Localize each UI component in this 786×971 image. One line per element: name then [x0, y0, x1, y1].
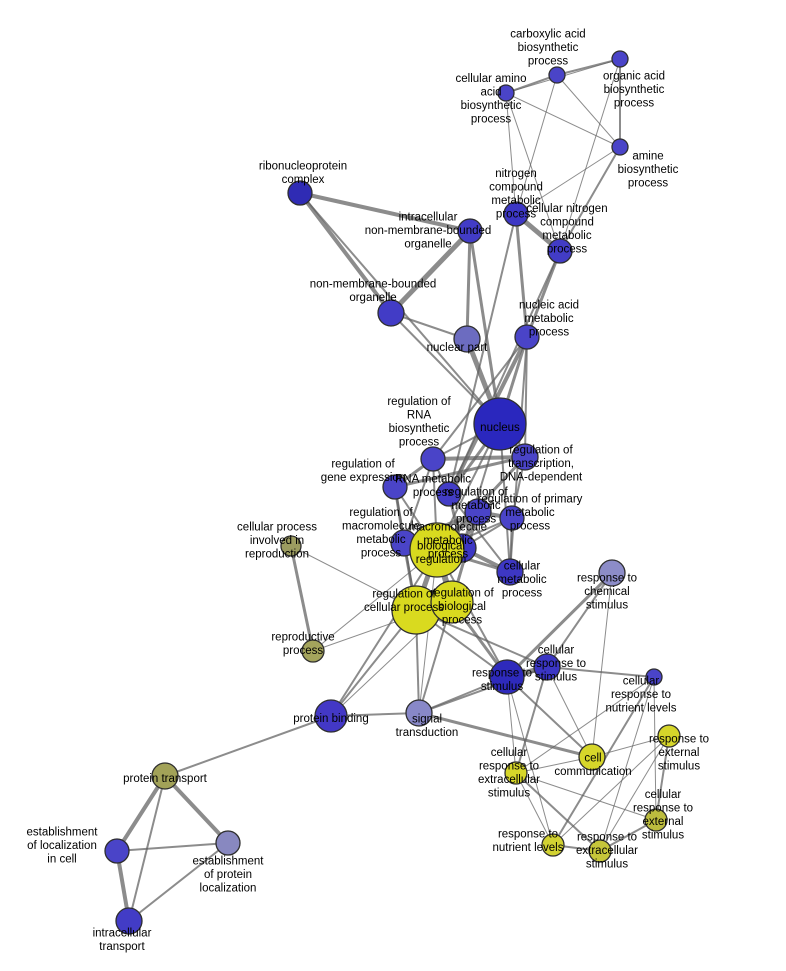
node-cellular-metabolic[interactable] [496, 558, 524, 586]
node-rna-metabolic[interactable] [436, 481, 462, 507]
edge-nitrogen-compound-metabolic--rna-metabolic[interactable] [448, 213, 517, 495]
edge-response-external-stimulus--response-extracellular-stimulus[interactable] [599, 735, 670, 852]
node-nucleus[interactable] [473, 397, 527, 451]
node-nmb-organelle[interactable] [377, 299, 405, 327]
node-response-nutrient-levels[interactable] [541, 833, 565, 857]
edge-intracellular-nmb-organelle--nmb-organelle[interactable] [388, 228, 473, 316]
node-cellular-process-reproduction[interactable] [280, 535, 302, 557]
edge-regulation-rna-biosynthetic--regulation-macromolecule-metabolic[interactable] [403, 458, 434, 544]
edge-cell-communication--response-stimulus[interactable] [506, 676, 593, 758]
edge-regulation-rna-biosynthetic--regulation-transcription[interactable] [431, 455, 527, 461]
node-response-chemical-stimulus[interactable] [598, 559, 626, 587]
edge-cellular-response-extracellular-stimulus--cellular-response-stimulus[interactable] [515, 666, 548, 774]
node-regulation-transcription[interactable] [511, 443, 539, 471]
node-regulation-gene-expression[interactable] [382, 474, 408, 500]
edge-response-external-stimulus--cellular-response-external-stimulus[interactable] [655, 735, 670, 821]
node-response-external-stimulus[interactable] [657, 724, 681, 748]
edge-carboxylic-acid-biosynthetic--amine-biosynthetic[interactable] [556, 74, 621, 148]
nodes-layer [104, 50, 681, 935]
node-cell-communication[interactable] [578, 743, 606, 771]
node-establishment-protein-localization[interactable] [215, 830, 241, 856]
node-nucleic-acid-metabolic[interactable] [514, 324, 540, 350]
edge-response-nutrient-levels--response-stimulus[interactable] [506, 676, 554, 846]
node-cellular-response-extracellular-stimulus[interactable] [504, 761, 528, 785]
edge-cellular-response-extracellular-stimulus--response-extracellular-stimulus[interactable] [515, 772, 601, 852]
edge-cellular-response-nutrient-levels--response-extracellular-stimulus[interactable] [599, 676, 655, 852]
edge-cellular-response-extracellular-stimulus--cellular-response-external-stimulus[interactable] [515, 772, 657, 821]
edge-ribonucleoprotein-complex--intracellular-nmb-organelle[interactable] [298, 191, 472, 233]
node-establishment-localization-in-cell[interactable] [104, 838, 130, 864]
node-intracellular-nmb-organelle[interactable] [457, 218, 483, 244]
node-cellular-amino-acid-biosynthetic[interactable] [497, 84, 515, 102]
edge-response-chemical-stimulus--cellular-response-stimulus[interactable] [546, 572, 613, 668]
edge-cellular-response-nutrient-levels--cellular-response-extracellular-stimulus[interactable] [515, 676, 655, 774]
edge-cellular-process-reproduction--reproductive-process[interactable] [289, 544, 315, 653]
edge-intracellular-nmb-organelle--nucleus[interactable] [468, 229, 502, 426]
edge-establishment-localization-in-cell--establishment-protein-localization[interactable] [116, 842, 229, 852]
node-ribonucleoprotein-complex[interactable] [287, 180, 313, 206]
edge-ribonucleoprotein-complex--nmb-organelle[interactable] [298, 191, 393, 315]
edge-response-chemical-stimulus--response-stimulus[interactable] [505, 571, 614, 679]
node-signal-transduction[interactable] [405, 699, 433, 727]
node-response-stimulus[interactable] [489, 659, 525, 695]
edge-carboxylic-acid-biosynthetic--nitrogen-compound-metabolic[interactable] [515, 74, 558, 215]
node-response-extracellular-stimulus[interactable] [588, 839, 612, 863]
edge-protein-binding--biological-regulation[interactable] [330, 549, 438, 717]
edge-response-external-stimulus--response-nutrient-levels[interactable] [552, 735, 670, 846]
edge-cellular-response-stimulus--signal-transduction[interactable] [418, 666, 548, 714]
node-cellular-response-external-stimulus[interactable] [644, 808, 668, 832]
node-cellular-response-nutrient-levels[interactable] [645, 668, 663, 686]
edge-protein-transport--establishment-localization-in-cell[interactable] [115, 774, 167, 853]
node-protein-transport[interactable] [151, 762, 179, 790]
node-carboxylic-acid-biosynthetic[interactable] [548, 66, 566, 84]
edge-protein-transport--establishment-protein-localization[interactable] [163, 774, 230, 845]
edge-cellular-response-nutrient-levels--cellular-response-stimulus[interactable] [546, 666, 655, 678]
node-regulation-biological-process[interactable] [430, 580, 474, 624]
edge-amine-biosynthetic--nitrogen-compound-metabolic[interactable] [515, 146, 621, 215]
edge-cellular-amino-acid-biosynthetic--amine-biosynthetic[interactable] [505, 92, 621, 148]
edge-cellular-response-extracellular-stimulus--response-nutrient-levels[interactable] [515, 772, 554, 846]
edge-cellular-amino-acid-biosynthetic--cellular-nitrogen-compound-metabolic[interactable] [505, 92, 561, 252]
node-regulation-rna-biosynthetic[interactable] [420, 446, 446, 472]
node-cellular-nitrogen-compound-metabolic[interactable] [547, 238, 573, 264]
edge-amine-biosynthetic--cellular-nitrogen-compound-metabolic[interactable] [559, 146, 621, 252]
node-nitrogen-compound-metabolic[interactable] [503, 201, 529, 227]
edge-protein-binding--protein-transport[interactable] [164, 715, 332, 777]
node-regulation-primary-metabolic[interactable] [499, 505, 525, 531]
edge-establishment-protein-localization--intracellular-transport[interactable] [128, 842, 229, 922]
node-organic-acid-biosynthetic[interactable] [611, 50, 629, 68]
edge-nucleic-acid-metabolic--regulation-transcription[interactable] [524, 336, 528, 458]
edge-cell-communication--signal-transduction[interactable] [417, 711, 594, 759]
node-amine-biosynthetic[interactable] [611, 138, 629, 156]
edge-cellular-amino-acid-biosynthetic--nitrogen-compound-metabolic[interactable] [505, 92, 517, 215]
edge-response-chemical-stimulus--cell-communication[interactable] [591, 572, 613, 758]
edge-organic-acid-biosynthetic--cellular-nitrogen-compound-metabolic[interactable] [559, 58, 621, 252]
node-biological-regulation[interactable] [409, 522, 465, 578]
node-cellular-response-stimulus[interactable] [533, 653, 561, 681]
edge-cell-communication--cellular-response-stimulus[interactable] [546, 666, 593, 758]
edge-nitrogen-compound-metabolic--nucleic-acid-metabolic[interactable] [514, 212, 529, 339]
node-protein-binding[interactable] [314, 699, 348, 733]
node-reproductive-process[interactable] [301, 639, 325, 663]
node-nuclear-part[interactable] [453, 325, 481, 353]
node-regulation-metabolic[interactable] [464, 498, 492, 526]
node-intracellular-transport[interactable] [115, 907, 143, 935]
edge-nucleic-acid-metabolic--regulation-rna-biosynthetic[interactable] [432, 336, 528, 460]
edge-intracellular-nmb-organelle--nuclear-part[interactable] [465, 229, 472, 341]
